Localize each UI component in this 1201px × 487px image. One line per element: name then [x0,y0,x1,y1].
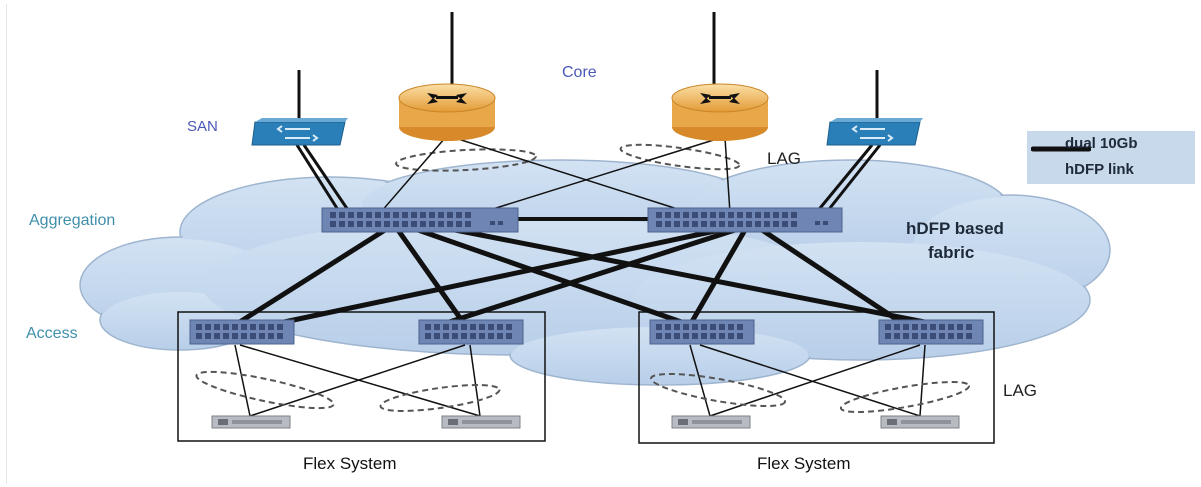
access-switch-icon [418,319,524,345]
core-label: Core [562,64,597,81]
lag-ellipse-core-right [619,143,741,171]
access-switch-icon [878,319,984,345]
flex-system-box-right [638,311,995,444]
flex-system-label-right: Flex System [757,454,851,473]
san-links [295,144,882,214]
legend [1027,131,1195,184]
server-link [689,344,711,417]
core-link [454,137,691,214]
server-icon [441,415,521,429]
access-label: Access [26,325,78,342]
lag-label-bottom: LAG [1003,381,1038,400]
aggregation-switch-icon [647,207,843,233]
hdfp-links [232,227,943,328]
hdfp-link [415,227,693,328]
hdfp-link [232,227,388,328]
san-switch-icon [251,118,348,146]
server-link [249,344,466,417]
server-icon [211,415,291,429]
lag-ellipses-bottom [195,370,971,413]
uplink-lines [297,12,879,122]
router-icon [671,83,769,141]
lag-ellipse-flex-left-b [379,384,501,412]
lag-ellipse-flex-right-b [839,381,971,413]
san-label: SAN [187,118,218,135]
hdfp-link [687,227,748,328]
fabric-label-line2: fabric [928,243,975,262]
core-link [379,137,446,214]
san-link [814,144,874,214]
san-link [295,144,342,214]
fabric-label-line1: hDFP based [906,219,1004,238]
hdfp-link [395,227,468,328]
fabric-cloud [79,159,1111,386]
aggregation-switch-icon [321,207,519,233]
san-link [302,144,352,214]
access-switch-icon [649,319,755,345]
legend-line2: hDFP link [1065,161,1134,178]
hdfp-link [267,227,723,328]
server-link [239,344,481,417]
server-link [469,344,481,417]
lag-ellipse-flex-left-a [195,370,335,410]
legend-line1: dual 10Gb [1065,135,1138,152]
hdfp-link [452,227,943,328]
core-link [479,137,721,214]
hdfp-link [759,227,908,328]
server-link [234,344,251,417]
server-icon [880,415,960,429]
flex-system-box-left [177,311,546,442]
access-switch-icon [189,319,295,345]
server-icon [671,415,751,429]
hdfp-link [437,227,738,328]
core-link [724,137,731,214]
flex-system-label-left: Flex System [303,454,397,473]
san-switch-icon [826,118,923,146]
server-link [699,344,921,417]
aggregation-label: Aggregation [29,212,116,229]
lag-ellipse-flex-right-a [650,372,786,408]
lag-ellipses-top [395,143,741,172]
lag-ellipse-core-left [395,148,537,172]
server-links [234,344,926,417]
core-links [379,137,731,214]
lag-label-top: LAG [767,149,802,168]
fabric-label: hDFP based fabric [906,217,1004,265]
san-link [824,144,882,214]
legend-line-swatch [1031,146,1091,152]
router-icon [398,83,496,141]
